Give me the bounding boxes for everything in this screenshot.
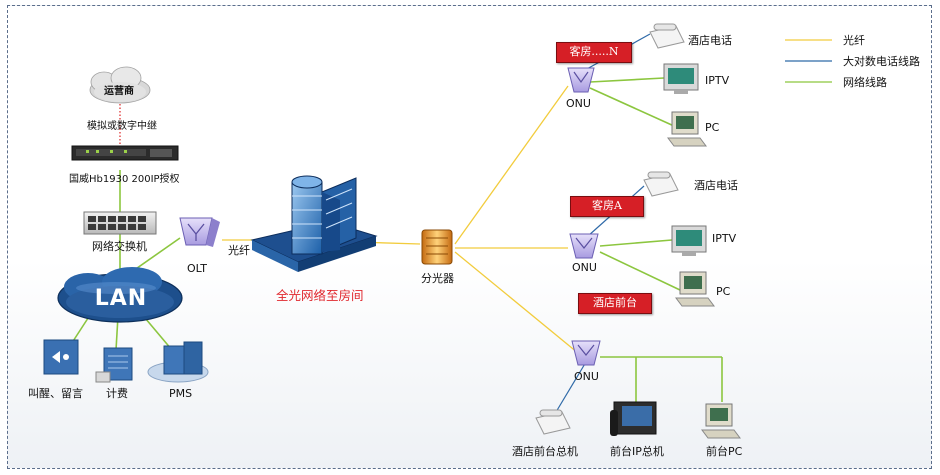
carrier-label: 运营商 [104, 86, 134, 97]
front-desk-phone-icon [535, 409, 571, 435]
front-pc-icon [701, 403, 741, 439]
room-a-tag: 客房A [570, 196, 644, 217]
front-ip-phone-icon [610, 401, 657, 436]
front-ip-phone-label: 前台IP总机 [610, 445, 664, 458]
pc-a-icon [675, 271, 715, 307]
onu-front-label: ONU [574, 370, 599, 383]
carrier-cloud-icon [89, 66, 151, 104]
room-a-phone-label: 酒店电话 [694, 179, 738, 192]
onu-n-label: ONU [566, 97, 591, 110]
building-icon [250, 175, 378, 272]
onu-front-icon [571, 340, 601, 366]
iptv-a-icon [671, 225, 707, 256]
pc-n-icon [667, 111, 707, 147]
room-n-pc-label: PC [705, 121, 720, 134]
olt-icon [179, 217, 220, 247]
fiber-lines [222, 85, 579, 354]
legend-trunk-label: 大对数电话线路 [843, 55, 920, 68]
billing-label: 计费 [106, 387, 128, 400]
legend-network-label: 网络线路 [843, 76, 887, 89]
hotel-phone-n-icon [649, 23, 685, 49]
trunk-lines [555, 33, 651, 413]
onu-n-icon [567, 67, 595, 93]
network-switch-icon [83, 211, 157, 235]
front-phone-label: 酒店前台总机 [512, 445, 578, 458]
pms-label: PMS [169, 387, 193, 400]
splitter-label: 分光器 [421, 272, 454, 285]
lan-label: LAN [94, 286, 148, 311]
legend-swatches [785, 39, 832, 83]
onu-a-label: ONU [572, 261, 597, 274]
billing-server-icon [95, 347, 133, 383]
pbx-label: 国威Hb1930 200IP授权 [69, 174, 180, 185]
relay-label: 模拟或数字中继 [87, 121, 157, 132]
olt-label: OLT [187, 262, 207, 275]
room-n-tag: 客房.....N [556, 42, 632, 63]
legend-fiber-label: 光纤 [843, 34, 865, 47]
onu-a-icon [569, 233, 599, 259]
room-n-iptv-label: IPTV [705, 74, 730, 87]
fiber-link-label: 光纤 [228, 244, 250, 257]
iptv-n-icon [663, 63, 699, 94]
room-a-pc-label: PC [716, 285, 731, 298]
hotel-phone-a-icon [643, 171, 679, 197]
room-a-iptv-label: IPTV [712, 232, 737, 245]
front-desk-tag: 酒店前台 [578, 293, 652, 314]
front-pc-label: 前台PC [706, 445, 743, 458]
pbx-rack-icon [71, 145, 179, 161]
room-n-phone-label: 酒店电话 [688, 34, 732, 47]
pms-server-icon [147, 341, 209, 383]
splitter-icon [421, 229, 453, 265]
wakeup-server-icon [43, 339, 79, 375]
lan-cloud-icon [57, 267, 183, 323]
diagram-frame [7, 5, 932, 469]
switch-label: 网络交换机 [92, 240, 147, 253]
wakeup-label: 叫醒、留言 [28, 387, 83, 400]
building-caption: 全光网络至房间 [276, 288, 364, 303]
